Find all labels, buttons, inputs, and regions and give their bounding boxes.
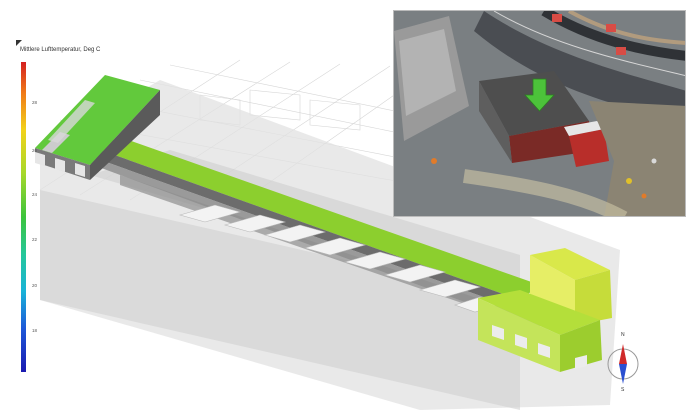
compass-widget[interactable]: N S [606, 332, 640, 394]
room-row [178, 204, 501, 313]
sign-marker [616, 47, 626, 55]
legend-tick: 18 [32, 328, 38, 333]
sign-marker [552, 14, 562, 22]
left-zone [35, 75, 160, 180]
compass-south-label: S [621, 387, 625, 393]
legend-tick: 28 [32, 100, 38, 105]
viewport-corner-marker [16, 40, 22, 46]
legend-title: Mittlere Lufttemperatur, Deg C [20, 47, 101, 53]
north-needle-icon [619, 344, 627, 364]
right-zones [478, 248, 612, 372]
legend-tick: 22 [32, 237, 38, 242]
compass-north-label: N [621, 332, 625, 338]
aerial-photo-inset [393, 10, 686, 217]
south-needle-icon [619, 364, 627, 384]
sign-marker [606, 24, 616, 32]
location-arrow-icon [524, 78, 555, 112]
legend-tick: 20 [32, 283, 38, 288]
legend-tick: 24 [32, 192, 38, 197]
legend-tick: 26 [32, 148, 38, 153]
legend-color-bar [21, 62, 26, 372]
